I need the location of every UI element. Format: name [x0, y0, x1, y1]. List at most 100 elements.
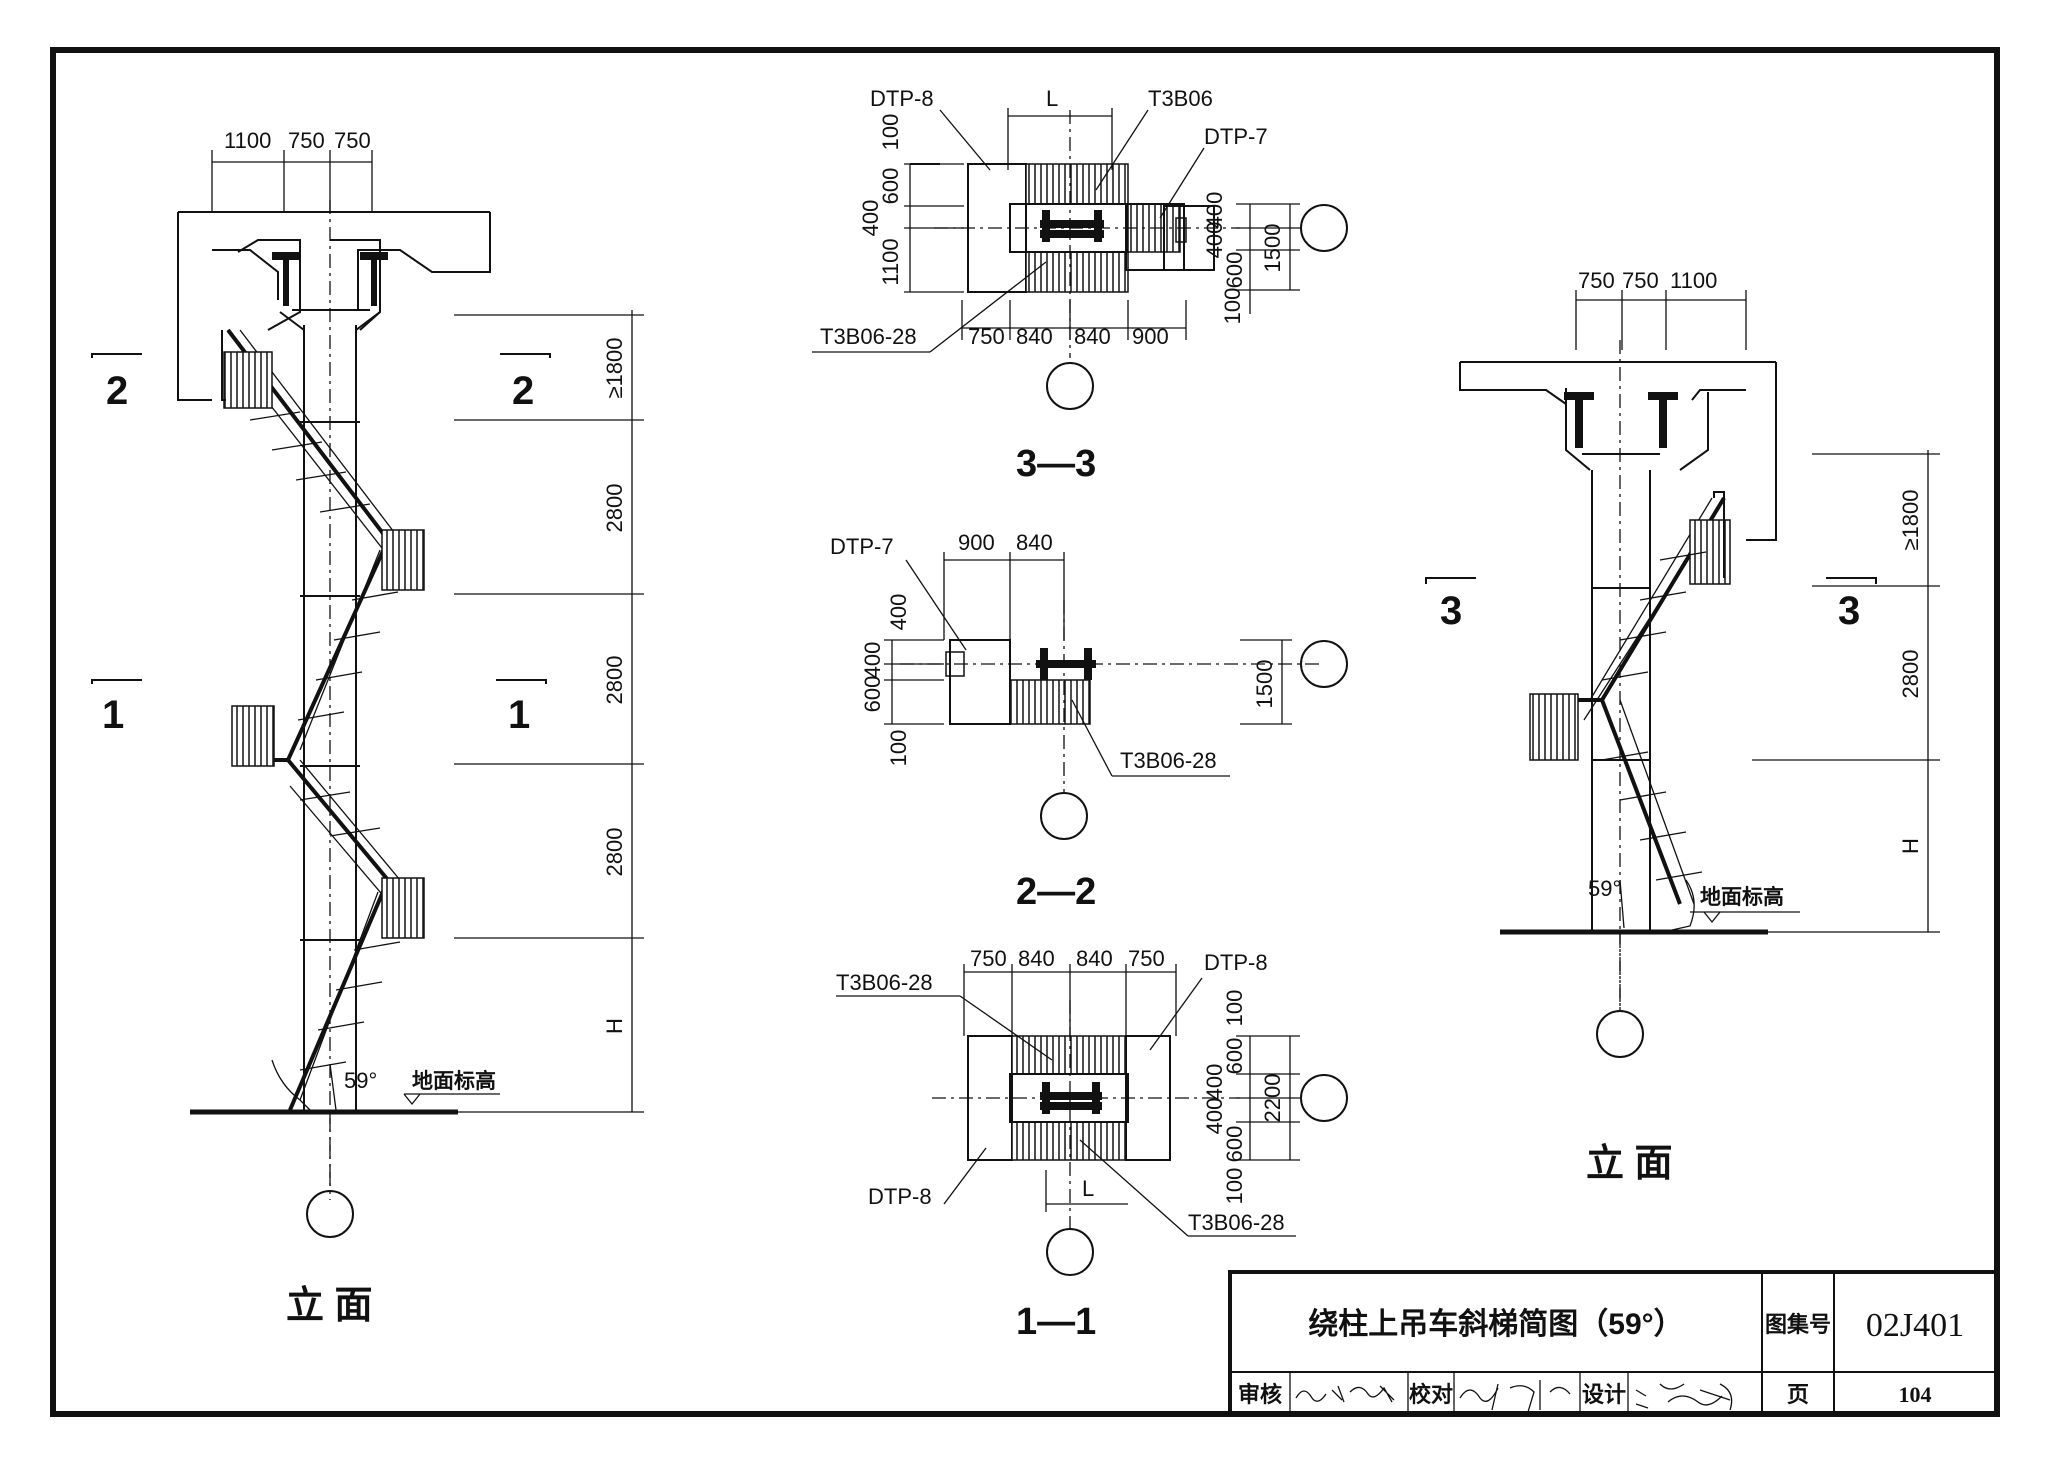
section-mark-1-left: 1 — [102, 693, 124, 737]
s22-ldim-400a: 400 — [886, 594, 911, 631]
s33-bdim-750: 750 — [968, 324, 1005, 349]
s33-bdim-900: 900 — [1132, 324, 1169, 349]
s11-label-dtp8-bottom: DTP-8 — [868, 1184, 932, 1209]
right-elevation: 750 750 1100 — [1425, 268, 1940, 1185]
check-label: 校对 — [1409, 1382, 1453, 1407]
left-dim-2800-c: 2800 — [602, 828, 627, 877]
section-mark-2-right: 2 — [512, 369, 534, 413]
section-mark-2-left: 2 — [106, 369, 128, 413]
s33-ldim-600: 600 — [878, 168, 903, 205]
right-ground-label: 地面标高 — [1700, 885, 1784, 909]
right-top-dim-1: 750 — [1578, 268, 1615, 293]
s33-bdim-840b: 840 — [1074, 324, 1111, 349]
s22-ldim-400b: 400 — [860, 642, 885, 679]
reviewer-signature — [1295, 1385, 1395, 1403]
s33-rdim-400a: 400 — [1202, 192, 1227, 229]
s33-label-dtp7: DTP-7 — [1204, 124, 1268, 149]
s11-rdim-2200: 2200 — [1260, 1074, 1285, 1123]
section-mark-3-right: 3 — [1838, 589, 1860, 633]
sheet-border — [50, 47, 2000, 1417]
atlas-label: 图集号 — [1765, 1312, 1831, 1337]
drawing-title: 绕柱上吊车斜梯简图（59°） — [1308, 1307, 1683, 1341]
review-label: 审核 — [1238, 1382, 1282, 1407]
s33-label-t3b06: T3B06 — [1148, 86, 1213, 111]
designer-signature — [1635, 1383, 1733, 1411]
s11-tdim-840b: 840 — [1076, 946, 1113, 971]
section-3-3: DTP-8 L T3B06 DTP-7 T3B06-28 100 600 400… — [812, 86, 1348, 485]
right-axis-bubble — [1596, 1010, 1644, 1058]
s22-ldim-100: 100 — [886, 730, 911, 767]
s22-tdim-840: 840 — [1016, 530, 1053, 555]
left-height-dims: ≥1800 2800 2800 2800 H — [454, 310, 644, 1113]
s22-axis-bubble-right — [1300, 640, 1348, 688]
right-angle: 59° — [1588, 876, 1621, 901]
s11-tdim-750b: 750 — [1128, 946, 1165, 971]
right-top-dim-2: 750 — [1622, 268, 1659, 293]
s22-label-t3b06-28: T3B06-28 — [1120, 748, 1217, 773]
right-section-marks: 3 3 — [1425, 577, 1877, 633]
s33-rdim-400b: 400 — [1202, 222, 1227, 259]
right-stair — [1529, 491, 1731, 931]
left-dim-2800-b: 2800 — [602, 656, 627, 705]
s33-ldim-100: 100 — [878, 114, 903, 151]
s22-rdim-1500: 1500 — [1252, 660, 1277, 709]
s11-rdim-100a: 100 — [1222, 990, 1247, 1027]
s33-rdim-100: 100 — [1220, 288, 1245, 325]
s11-rdim-400b: 400 — [1202, 1098, 1227, 1135]
s11-label-l: L — [1082, 1176, 1094, 1201]
left-elevation: 1100 750 750 — [91, 128, 644, 1327]
s11-label-t3b06-28-top: T3B06-28 — [836, 970, 933, 995]
s33-caption: 3—3 — [1016, 443, 1096, 485]
s22-caption: 2—2 — [1016, 871, 1096, 913]
s33-bdim-840a: 840 — [1016, 324, 1053, 349]
s22-label-dtp7: DTP-7 — [830, 534, 894, 559]
right-dim-h: H — [1898, 838, 1923, 854]
s11-caption: 1—1 — [1016, 1301, 1096, 1343]
left-dim-h: H — [602, 1018, 627, 1034]
s11-label-dtp8-top: DTP-8 — [1204, 950, 1268, 975]
design-label: 设计 — [1582, 1382, 1626, 1407]
right-height-dims: ≥1800 2800 H — [1752, 450, 1940, 933]
page-number: 104 — [1899, 1382, 1932, 1407]
s11-axis-bubble-bottom — [1046, 1228, 1094, 1276]
s33-axis-bubble-bottom — [1046, 362, 1094, 410]
right-dim-2800: 2800 — [1898, 650, 1923, 699]
left-axis-bubble — [306, 1190, 354, 1238]
s33-ldim-1100: 1100 — [878, 238, 903, 285]
s11-rdim-100b: 100 — [1222, 1168, 1247, 1205]
section-mark-1-right: 1 — [508, 693, 530, 737]
s22-ldim-600: 600 — [860, 676, 885, 713]
left-caption: 立 面 — [286, 1285, 373, 1327]
left-angle: 59° — [344, 1068, 377, 1093]
s33-label-l: L — [1046, 86, 1058, 111]
s22-tdim-900: 900 — [958, 530, 995, 555]
section-2-2: DTP-7 T3B06-28 900 840 400 600 400 100 1… — [830, 530, 1348, 913]
s11-label-t3b06-28-bottom: T3B06-28 — [1188, 1210, 1285, 1235]
s11-tdim-750a: 750 — [970, 946, 1007, 971]
left-section-marks: 2 2 1 1 — [91, 353, 551, 737]
left-ground-label: 地面标高 — [412, 1069, 496, 1093]
left-top-dim-3: 750 — [334, 128, 371, 153]
s11-rdim-400a: 400 — [1202, 1064, 1227, 1101]
left-dim-2800-a: 2800 — [602, 484, 627, 533]
right-caption: 立 面 — [1586, 1143, 1673, 1185]
section-1-1: T3B06-28 DTP-8 DTP-8 T3B06-28 L 750 840 … — [836, 946, 1348, 1343]
s33-axis-bubble-right — [1300, 204, 1348, 252]
page-label: 页 — [1787, 1382, 1809, 1407]
left-top-dim-2: 750 — [288, 128, 325, 153]
s11-axis-bubble-right — [1300, 1074, 1348, 1122]
left-top-dim-1: 1100 — [224, 128, 271, 153]
checker-signature — [1459, 1380, 1571, 1413]
s11-rdim-600b: 600 — [1222, 1126, 1247, 1163]
s33-rdim-600: 600 — [1222, 252, 1247, 289]
section-mark-3-left: 3 — [1440, 589, 1462, 633]
s22-axis-bubble-bottom — [1040, 792, 1088, 840]
title-block: 绕柱上吊车斜梯简图（59°） 图集号 02J401 审核 校对 设计 页 104 — [1228, 1270, 1999, 1416]
s33-rdim-1500: 1500 — [1260, 224, 1285, 273]
right-dim-1800: ≥1800 — [1898, 489, 1923, 550]
left-stair — [221, 328, 425, 1111]
right-top-dim-3: 1100 — [1670, 268, 1717, 293]
s33-ldim-400: 400 — [858, 200, 883, 237]
left-dim-1800: ≥1800 — [602, 337, 627, 398]
